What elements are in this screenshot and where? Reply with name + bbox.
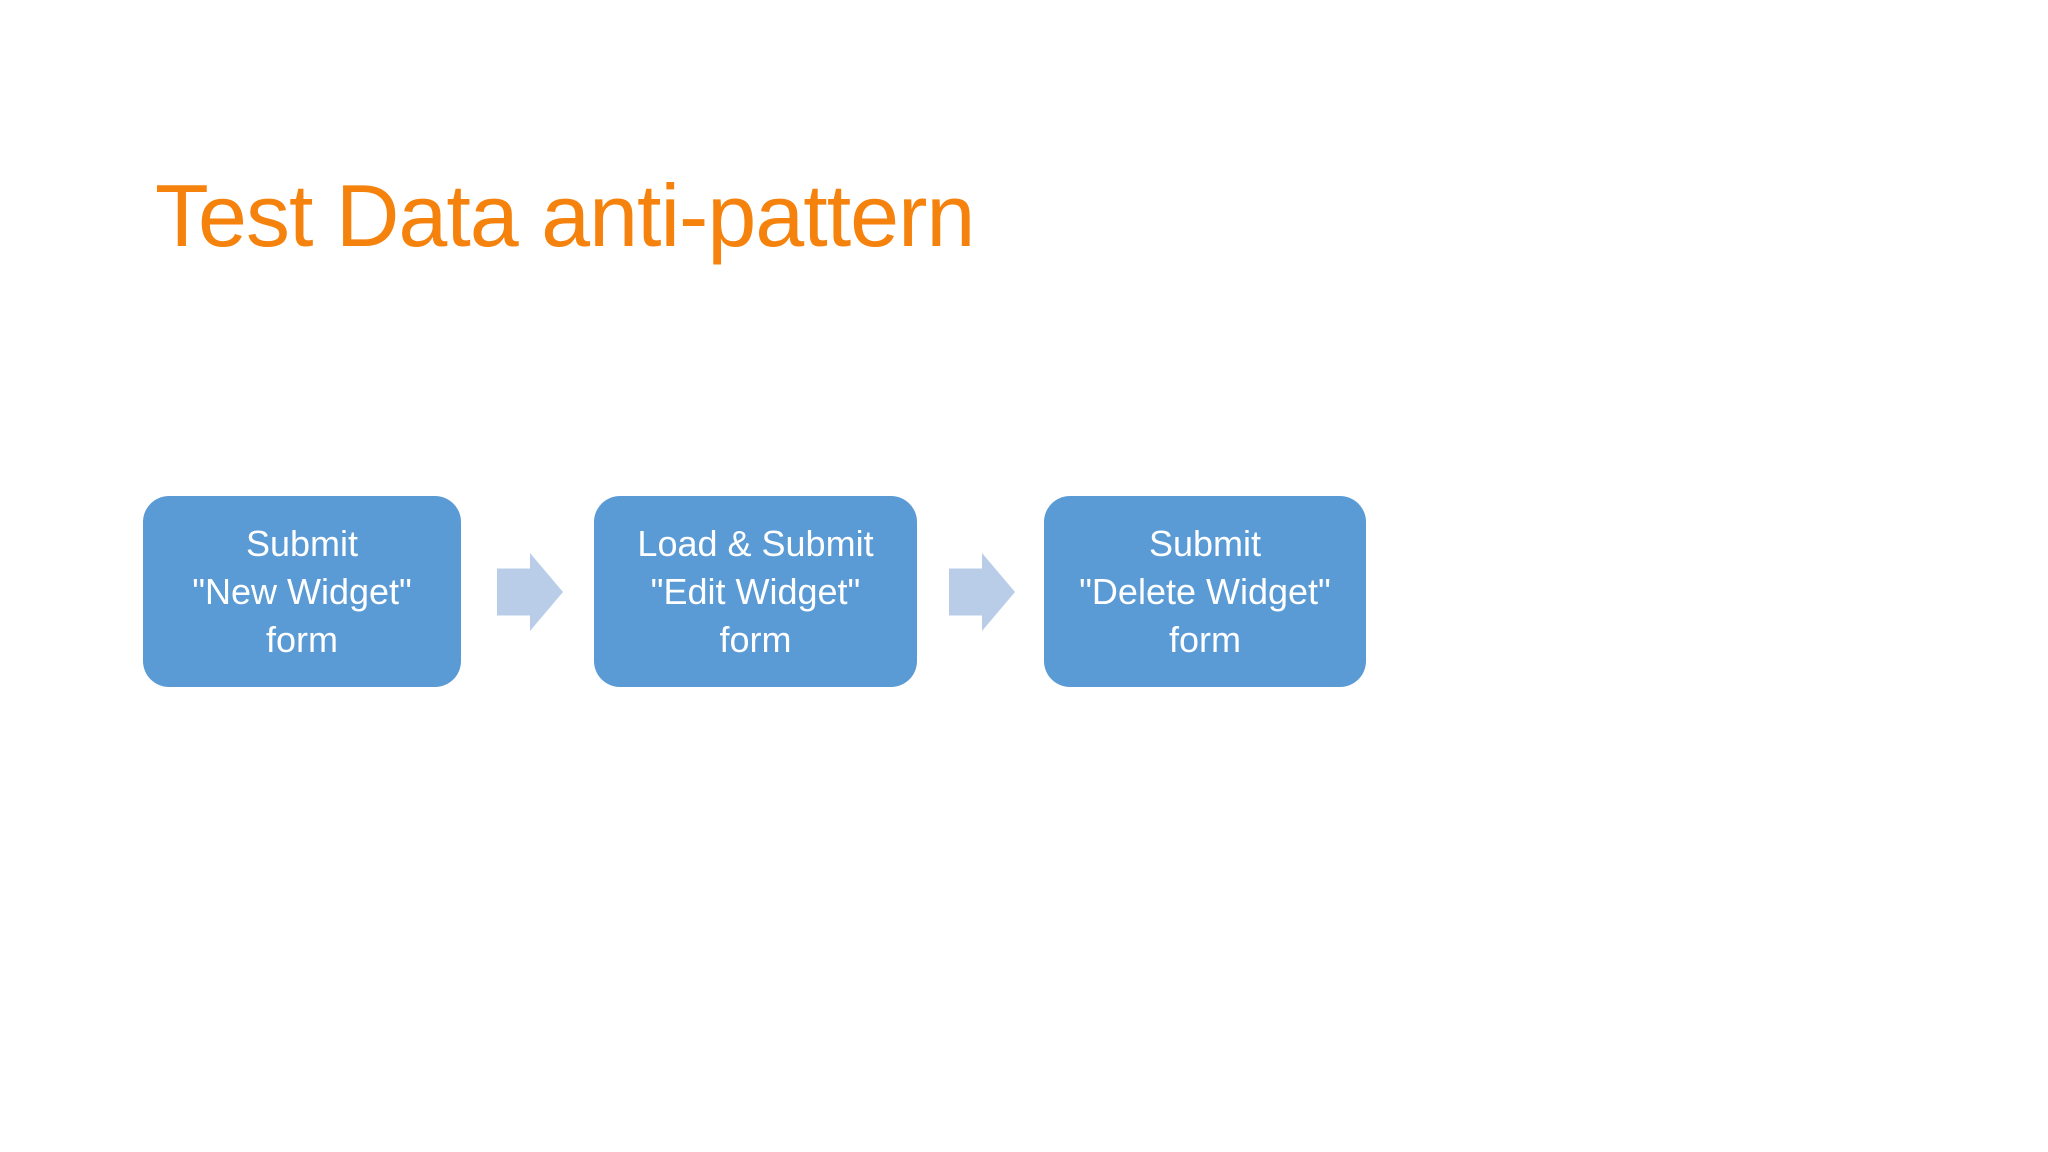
step-label-line: "Delete Widget"	[1079, 570, 1331, 612]
step-label-line: "New Widget"	[192, 570, 412, 612]
flow-step-submit-new-widget: Submit "New Widget" form	[143, 496, 461, 687]
step-label-line: Load & Submit	[637, 522, 874, 564]
step-label-line: form	[1169, 618, 1241, 660]
step-label-line: "Edit Widget"	[650, 570, 861, 612]
step-label-line: form	[719, 618, 792, 660]
step-label-line: form	[266, 618, 338, 660]
right-arrow-icon	[497, 553, 563, 631]
flow-step-load-submit-edit-widget: Load & Submit "Edit Widget" form	[594, 496, 917, 687]
flow-step-submit-delete-widget: Submit "Delete Widget" form	[1044, 496, 1366, 687]
right-arrow-icon	[949, 553, 1015, 631]
slide-title: Test Data anti-pattern	[155, 165, 975, 265]
step-label-line: Submit	[1148, 522, 1262, 564]
step-label-line: Submit	[245, 522, 359, 564]
